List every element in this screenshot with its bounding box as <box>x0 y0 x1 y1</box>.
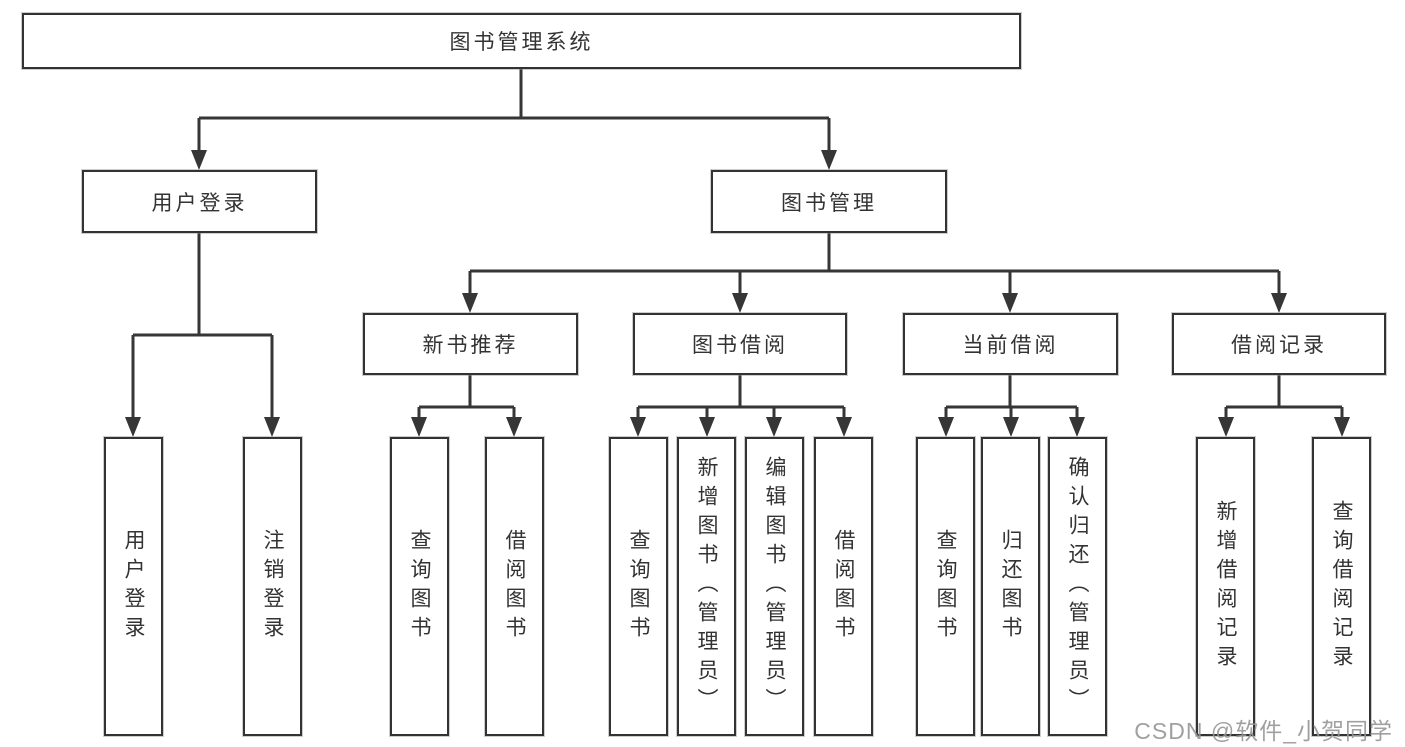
node-user-login: 用户登录 <box>82 170 317 233</box>
leaf-add-book-admin: 新增图书（管理员） <box>677 437 736 736</box>
node-label: 新书推荐 <box>422 334 519 357</box>
node-label: 图书管理 <box>781 191 877 215</box>
leaf-query-books: 查询图书 <box>390 437 449 736</box>
leaf-query-borrow-record: 查询借阅记录 <box>1312 437 1371 736</box>
leaf-add-borrow-record: 新增借阅记录 <box>1196 437 1255 736</box>
node-label: 图书管理系统 <box>449 31 594 54</box>
node-label: 借阅记录 <box>1231 334 1327 357</box>
leaf-borrow-books: 借阅图书 <box>485 437 544 736</box>
leaf-label: 查询借阅记录 <box>1330 499 1353 674</box>
leaf-label: 新增图书（管理员） <box>695 456 718 717</box>
leaf-confirm-return-admin: 确认归还（管理员） <box>1048 437 1107 736</box>
leaf-label: 查询图书 <box>934 528 957 645</box>
leaf-label: 注销登录 <box>261 528 284 645</box>
leaf-label: 查询图书 <box>408 528 431 645</box>
node-borrow-records: 借阅记录 <box>1172 313 1386 375</box>
node-label: 当前借阅 <box>962 334 1059 357</box>
leaf-label: 借阅图书 <box>832 528 855 645</box>
node-book-management: 图书管理 <box>711 170 947 233</box>
leaf-label: 编辑图书（管理员） <box>763 456 786 717</box>
leaf-user-login: 用户登录 <box>104 437 163 736</box>
watermark: CSDN @软件_小贺同学 <box>1134 718 1393 744</box>
leaf-label: 归还图书 <box>999 528 1022 645</box>
leaf-query-books-borrow: 查询图书 <box>609 437 668 736</box>
leaf-label: 用户登录 <box>122 528 145 645</box>
leaf-label: 查询图书 <box>627 528 650 645</box>
leaf-edit-book-admin: 编辑图书（管理员） <box>745 437 804 736</box>
leaf-query-books-current: 查询图书 <box>916 437 975 736</box>
node-current-borrow: 当前借阅 <box>903 313 1118 375</box>
node-book-borrow: 图书借阅 <box>633 313 847 375</box>
node-label: 用户登录 <box>151 191 248 215</box>
leaf-label: 确认归还（管理员） <box>1066 456 1089 717</box>
node-library-management-system: 图书管理系统 <box>22 13 1021 69</box>
node-label: 图书借阅 <box>692 334 788 357</box>
node-new-book-recommend: 新书推荐 <box>363 313 578 375</box>
leaf-logout: 注销登录 <box>243 437 302 736</box>
leaf-borrow-book: 借阅图书 <box>814 437 873 736</box>
leaf-return-book: 归还图书 <box>981 437 1040 736</box>
leaf-label: 新增借阅记录 <box>1214 499 1237 674</box>
leaf-label: 借阅图书 <box>503 528 526 645</box>
